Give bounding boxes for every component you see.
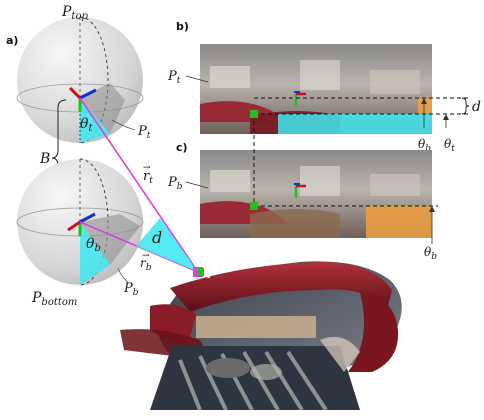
point-P-green: [198, 268, 204, 276]
bottom-sphere-axis-red: [67, 220, 81, 232]
panel-label-c: c): [176, 141, 188, 154]
point-P-label: P: [207, 267, 216, 281]
pt-arrow-panorama: [185, 75, 209, 83]
rt-vector-label: rt: [143, 169, 153, 186]
theta-t-label: θt: [80, 116, 93, 134]
bottom-sphere-axis-blue: [79, 212, 96, 224]
panorama-bottom: [200, 150, 432, 238]
pb-label-sphere: Pb: [123, 281, 139, 298]
pb-arrow-sphere: [117, 267, 129, 283]
angle-d-wedge: [136, 218, 198, 272]
panel-label-a: a): [6, 34, 18, 47]
pt-label-sphere: Pt: [137, 124, 151, 141]
panorama-bottom-orange-region: [366, 206, 432, 238]
theta-b-label-panel-b: θb: [418, 137, 431, 154]
bottom-sphere-cyan-wedge: [80, 222, 110, 285]
d-label-panorama: d: [472, 99, 481, 115]
panorama-top-orange-marker: [418, 98, 432, 114]
theta-t-label-panel-b: θt: [444, 137, 455, 154]
panel-label-b: b): [176, 20, 189, 33]
green-marker-bottom: [250, 202, 258, 210]
panorama-top: [200, 44, 432, 134]
pb-arrow-panorama: [185, 181, 209, 189]
top-sphere-axis-blue: [79, 88, 97, 100]
d-angle-label: d: [152, 228, 162, 247]
point-cloud-sofa: [120, 261, 402, 412]
d-brace-right: [461, 97, 470, 115]
pb-label-panorama: Pb: [167, 175, 183, 192]
ray-rt: [79, 97, 199, 273]
rt-arrow-symbol: →: [143, 163, 151, 173]
baseline-label: B: [39, 151, 50, 167]
p-top-label: Ptop: [61, 4, 88, 22]
rb-arrow-symbol: →: [142, 251, 150, 261]
panorama-top-cyan-region: [278, 114, 432, 134]
rb-vector-label: rb: [140, 256, 152, 273]
top-sphere-axis-red: [68, 86, 82, 100]
theta-b-label-panel-c: θb: [424, 245, 437, 262]
theta-b-label: θb: [86, 236, 101, 254]
pt-arrow-top: [111, 119, 136, 131]
p-bottom-label: Pbottom: [31, 290, 77, 308]
pt-label-panorama: Pt: [167, 69, 181, 86]
green-marker-top: [250, 110, 258, 118]
